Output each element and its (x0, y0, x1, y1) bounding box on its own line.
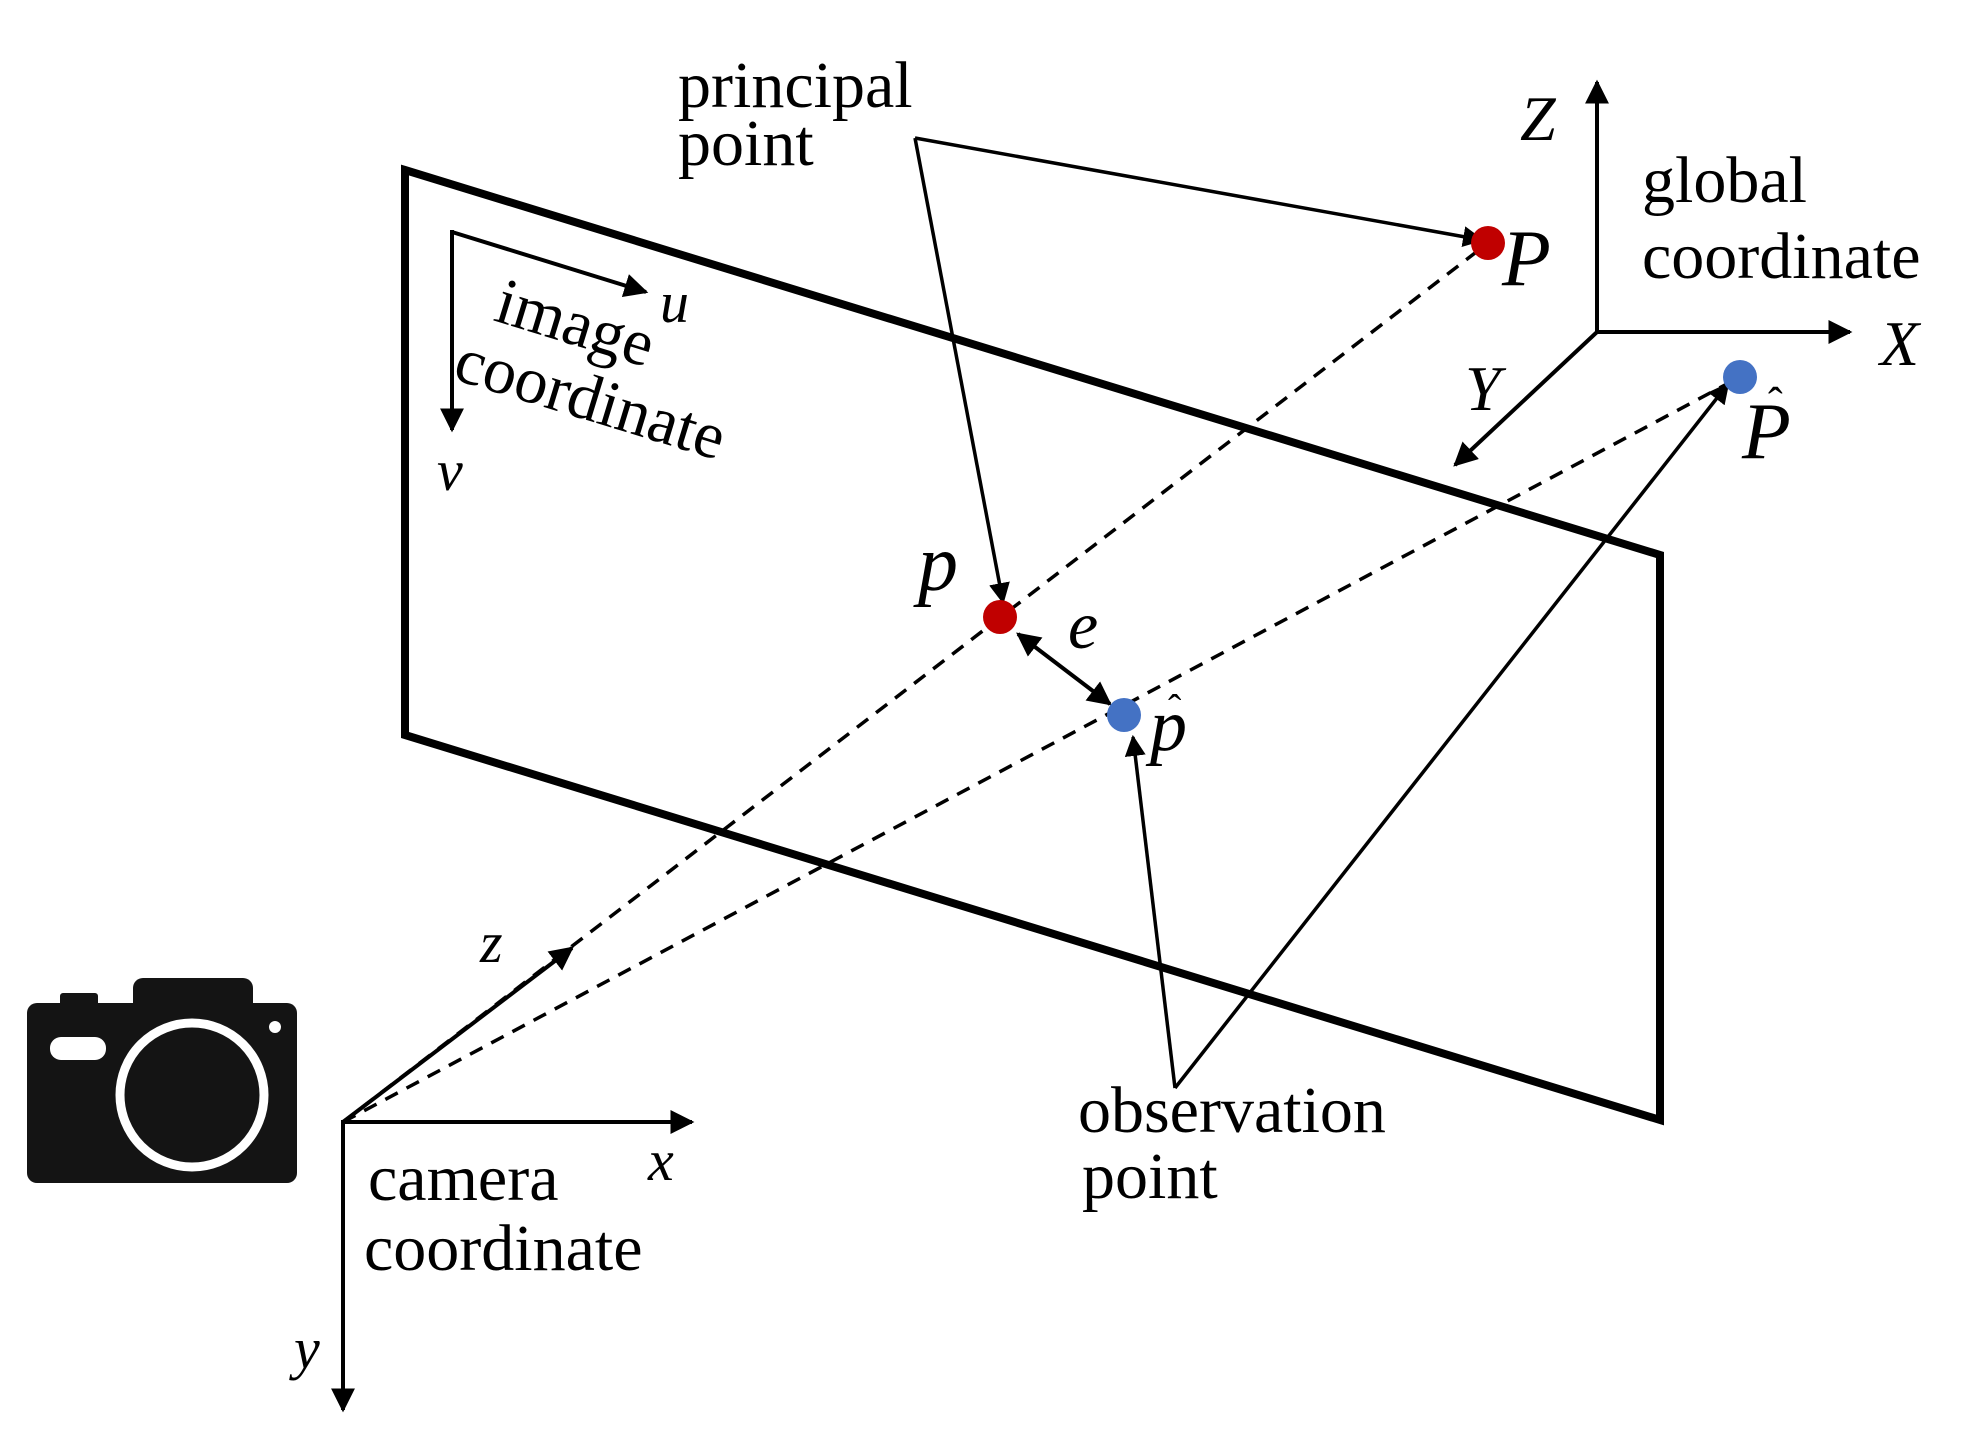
error-e-label: e (1068, 587, 1098, 663)
image-u-label: u (660, 270, 689, 335)
camera-icon (27, 978, 297, 1183)
image-coordinate-label: image coordinate (447, 258, 755, 474)
estimated-world-point-P-hat-label: P ˆ (1741, 379, 1791, 476)
image-plane (401, 164, 1664, 1126)
observation-arrow-to-p-hat (1124, 734, 1177, 1089)
svg-text:P: P (1741, 388, 1791, 476)
hat-accent-icon: ˆ (1168, 686, 1182, 731)
projected-point-p (983, 600, 1017, 634)
projected-point-p-label: p (913, 520, 958, 608)
camera-y-label: y (289, 1316, 320, 1381)
projection-ray-observation (342, 375, 1741, 1124)
global-y-label: Y (1465, 353, 1507, 424)
global-z-label: Z (1520, 83, 1557, 154)
observation-arrow-to-P-hat (1173, 382, 1730, 1090)
camera-x-label: x (647, 1128, 674, 1193)
image-u-axis (451, 230, 649, 298)
world-point-P (1471, 226, 1505, 260)
observation-point-label: observation point (1078, 1074, 1402, 1213)
image-v-label: v (437, 438, 463, 503)
world-point-P-label: P (1501, 215, 1551, 303)
camera-z-label: z (479, 910, 503, 975)
principal-arrow-to-p (913, 137, 1010, 605)
error-arrow (1016, 632, 1112, 706)
global-coordinate-label: global coordinate (1642, 144, 1921, 293)
svg-text:p: p (1145, 685, 1187, 767)
global-x-label: X (1877, 308, 1922, 379)
hat-accent-icon: ˆ (1768, 379, 1783, 428)
observed-point-p-hat-label: p ˆ (1145, 685, 1187, 767)
camera-coordinate-label: camera coordinate (364, 1142, 643, 1285)
principal-arrow-to-P (914, 136, 1485, 247)
estimated-world-point-P-hat (1723, 360, 1757, 394)
global-y-axis (1453, 330, 1599, 467)
principal-point-label: principal point (678, 49, 929, 180)
observed-point-p-hat (1107, 698, 1141, 732)
camera-z-axis (341, 946, 574, 1124)
